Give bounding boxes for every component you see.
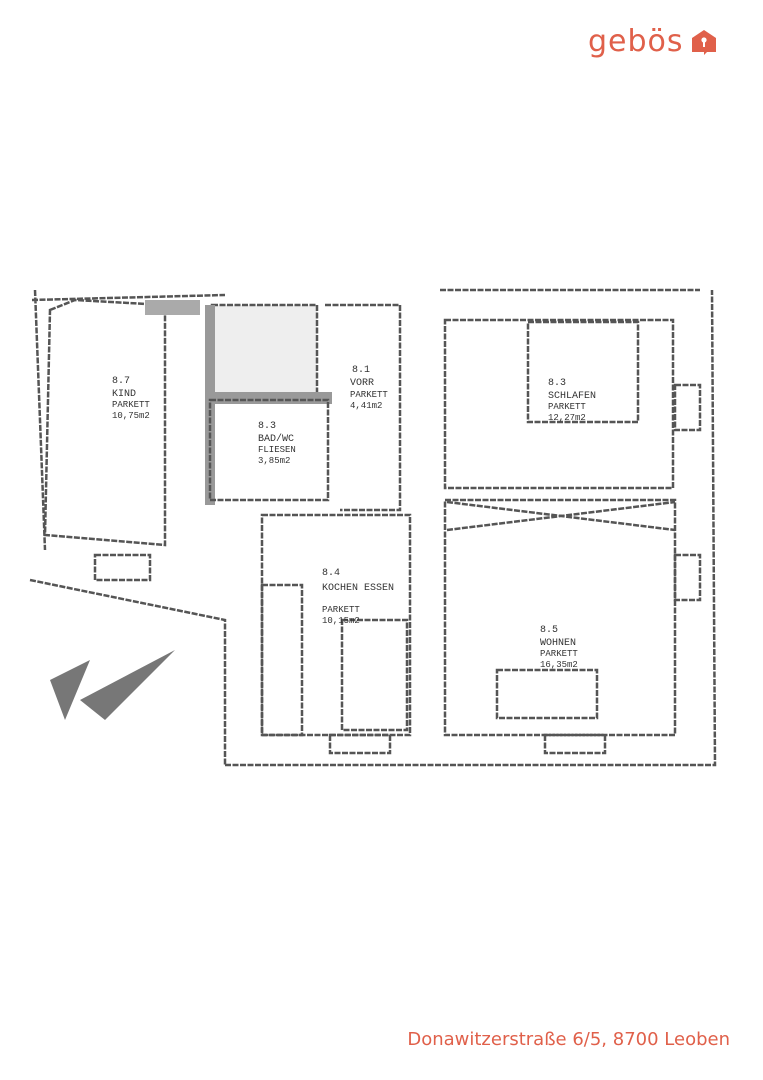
svg-text:3,85m2: 3,85m2: [258, 456, 290, 466]
room-label-kind: 8.7 KIND PARKETT 10,75m2: [112, 376, 150, 421]
svg-text:16,35m2: 16,35m2: [540, 660, 578, 670]
svg-text:VORR: VORR: [350, 378, 374, 389]
svg-text:PARKETT: PARKETT: [350, 390, 388, 400]
room-label-kochen: 8.4 KOCHEN ESSEN PARKETT 10,15m2: [322, 568, 394, 626]
svg-text:4,41m2: 4,41m2: [350, 401, 382, 411]
svg-text:10,75m2: 10,75m2: [112, 411, 150, 421]
house-keyhole-icon: [691, 29, 716, 55]
svg-text:KIND: KIND: [112, 389, 136, 400]
svg-text:10,15m2: 10,15m2: [322, 616, 360, 626]
svg-text:PARKETT: PARKETT: [548, 402, 586, 412]
svg-text:SCHLAFEN: SCHLAFEN: [548, 391, 596, 402]
property-address: Donawitzerstraße 6/5, 8700 Leoben: [407, 1029, 730, 1050]
svg-text:8.3: 8.3: [548, 378, 566, 389]
svg-text:8.7: 8.7: [112, 376, 130, 387]
svg-text:PARKETT: PARKETT: [322, 605, 360, 615]
svg-text:8.3: 8.3: [258, 421, 276, 432]
room-label-bad: 8.3 BAD/WC FLIESEN 3,85m2: [258, 421, 296, 466]
svg-text:KOCHEN ESSEN: KOCHEN ESSEN: [322, 583, 394, 594]
svg-text:8.4: 8.4: [322, 568, 340, 579]
svg-text:8.1: 8.1: [352, 365, 370, 376]
svg-text:8.5: 8.5: [540, 625, 558, 636]
svg-text:PARKETT: PARKETT: [112, 400, 150, 410]
svg-text:PARKETT: PARKETT: [540, 649, 578, 659]
svg-text:FLIESEN: FLIESEN: [258, 445, 296, 455]
brand-name: gebös: [588, 24, 684, 59]
brand-logo: gebös: [588, 24, 718, 59]
room-label-schlafen: 8.3 SCHLAFEN PARKETT 12,27m2: [548, 378, 596, 423]
room-label-vorr: 8.1 VORR PARKETT 4,41m2: [350, 365, 388, 411]
svg-text:BAD/WC: BAD/WC: [258, 433, 294, 445]
svg-text:WOHNEN: WOHNEN: [540, 638, 576, 649]
room-label-wohnen: 8.5 WOHNEN PARKETT 16,35m2: [540, 625, 578, 670]
svg-text:12,27m2: 12,27m2: [548, 413, 586, 423]
